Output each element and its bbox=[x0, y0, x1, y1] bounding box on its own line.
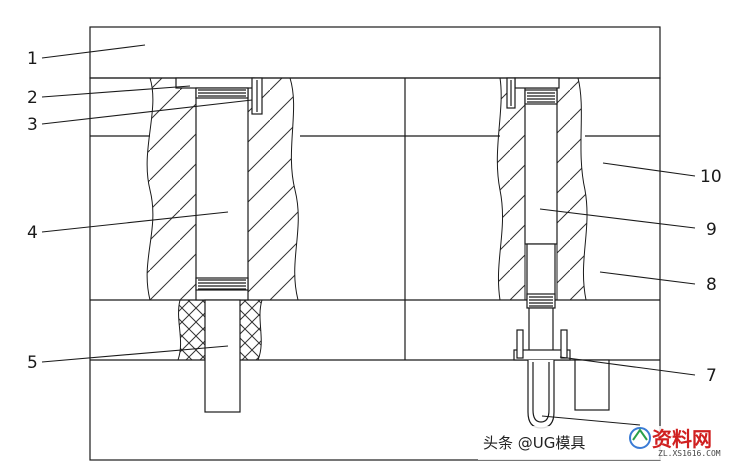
right-column-upper bbox=[524, 87, 558, 245]
callout-9: 9 bbox=[706, 220, 717, 240]
right-column-assembly bbox=[506, 77, 610, 429]
callout-3: 3 bbox=[27, 115, 38, 135]
callout-8: 8 bbox=[706, 275, 717, 295]
callout-10: 10 bbox=[700, 167, 722, 187]
left-hatch-outer-left bbox=[146, 77, 197, 301]
right-retainer-bolt-left bbox=[516, 329, 524, 359]
callout-4: 4 bbox=[27, 223, 38, 243]
right-top-cap bbox=[514, 77, 560, 89]
left-hatch-lower-right bbox=[239, 299, 263, 361]
right-hatched-section bbox=[496, 77, 588, 301]
leader-1 bbox=[41, 44, 146, 59]
watermark-logo: 资料网 bbox=[652, 427, 712, 451]
callout-2: 2 bbox=[27, 88, 38, 108]
right-side-block bbox=[574, 359, 610, 411]
left-lower-spring bbox=[195, 277, 249, 291]
leader-bottom bbox=[541, 415, 641, 426]
right-lower-spring bbox=[526, 293, 556, 309]
mold-body-outline bbox=[89, 77, 661, 461]
leader-7 bbox=[559, 356, 696, 376]
left-column-assembly bbox=[175, 77, 263, 413]
left-upper-spring bbox=[195, 87, 249, 99]
watermark: 头条 @UG模具 资料网 ZL.XS1616.COM bbox=[478, 426, 733, 460]
left-column bbox=[195, 87, 249, 301]
watermark-logo-icon bbox=[629, 427, 651, 449]
watermark-text: 头条 @UG模具 bbox=[483, 434, 585, 452]
right-bottom-ejector bbox=[527, 360, 555, 429]
left-hatch-outer-right bbox=[247, 77, 299, 301]
right-upper-spring bbox=[524, 89, 558, 105]
leader-2 bbox=[41, 85, 191, 98]
callout-7: 7 bbox=[706, 366, 717, 386]
right-retainer-bolt-right bbox=[560, 329, 568, 359]
watermark-bg bbox=[478, 426, 733, 460]
left-lower-pin bbox=[204, 299, 241, 413]
leader-10 bbox=[602, 162, 696, 177]
left-hatched-section bbox=[146, 77, 299, 361]
top-clamp-plate bbox=[89, 26, 661, 79]
leader-4 bbox=[41, 211, 229, 233]
leader-9 bbox=[539, 208, 696, 229]
right-hatch-left bbox=[496, 77, 526, 301]
leader-3 bbox=[41, 99, 253, 125]
leader-8 bbox=[599, 271, 696, 285]
right-hatch-right bbox=[556, 77, 588, 301]
leader-lines bbox=[41, 44, 696, 426]
callout-labels: 1 2 3 4 5 7 8 9 10 bbox=[27, 49, 722, 386]
callout-1: 1 bbox=[27, 49, 38, 69]
callout-5: 5 bbox=[27, 353, 38, 373]
leader-5 bbox=[41, 345, 229, 363]
right-column-lower bbox=[526, 243, 556, 301]
watermark-url: ZL.XS1616.COM bbox=[658, 449, 721, 458]
left-hatch-lower-left bbox=[177, 299, 206, 361]
